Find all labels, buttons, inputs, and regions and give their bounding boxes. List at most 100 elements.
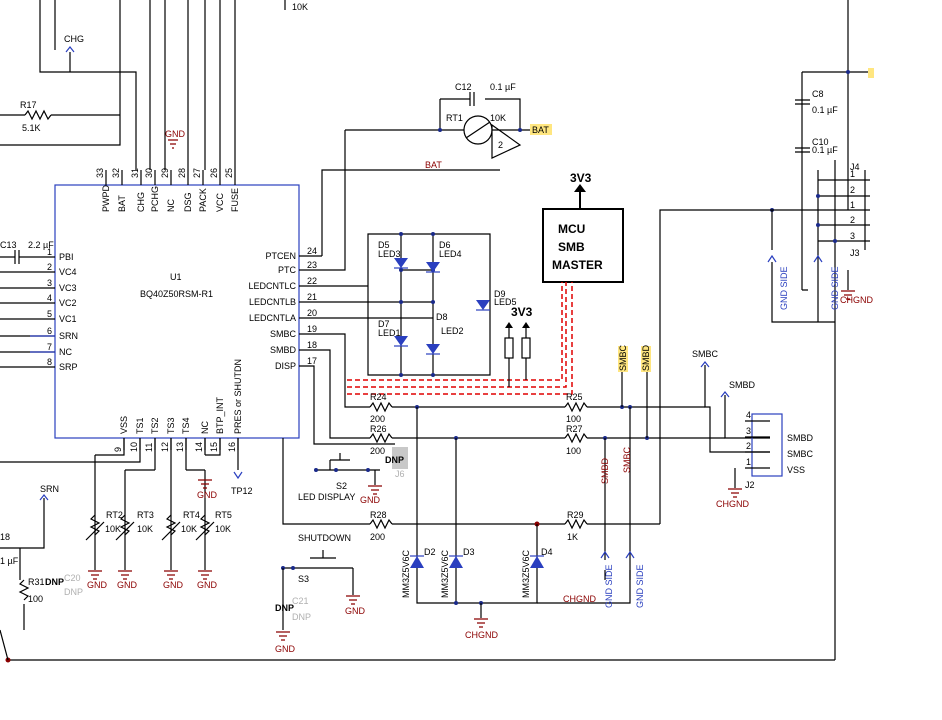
ic-bottom-pin-num: 9	[113, 447, 123, 452]
rt5-label: RT5	[215, 510, 232, 520]
d2-label: D2	[424, 547, 436, 557]
smbc-tag: SMBC	[618, 344, 628, 371]
master-label: MASTER	[552, 258, 603, 272]
j2-pin2: 2	[746, 441, 751, 451]
ic-top-pin-name: BAT	[117, 195, 127, 212]
chgnd-right: CHGND	[840, 295, 873, 305]
gnd-s3: GND	[345, 606, 366, 616]
c20-dnp: DNP	[64, 587, 83, 597]
gnd-side-4: GND SIDE	[635, 564, 645, 608]
r24-label: R24	[370, 392, 387, 402]
r10k-top-label: 10K	[292, 2, 308, 12]
ic-right-pin-num: 24	[307, 246, 317, 256]
thermistor-symbol	[89, 514, 101, 536]
d4-label: D4	[541, 547, 553, 557]
ic-left-pin-num: 3	[47, 278, 52, 288]
chgnd-zener: CHGND	[465, 630, 498, 640]
gnd-c21: GND	[275, 644, 296, 654]
ic-top-pin-num: 25	[224, 168, 234, 178]
ic-bottom-pin-name: BTP_INT	[215, 396, 225, 434]
r26-label: R26	[370, 424, 387, 434]
j4-pin2: 2	[850, 185, 855, 195]
ic-right-pin-num: 22	[307, 276, 317, 286]
c12-label: C12	[455, 82, 472, 92]
shutdown-label: SHUTDOWN	[298, 533, 351, 543]
j2-label: J2	[745, 480, 755, 490]
ic-right-pin-name: LEDCNTLA	[249, 313, 296, 323]
c20-dnp-bold: DNP	[45, 577, 64, 587]
ic-bottom-pin-name: PRES or SHUTDN	[233, 359, 243, 434]
ic-top-pin-name: DSG	[183, 192, 193, 212]
gnd-label: GND	[165, 129, 186, 139]
ic-right-pin-num: 17	[307, 356, 317, 366]
r29-label: R29	[567, 510, 584, 520]
ic-right-pin-name: LEDCNTLC	[248, 281, 296, 291]
ic-bottom-pin-name: NC	[200, 421, 210, 434]
ic-right-pin-num: 23	[307, 260, 317, 270]
ic-top-pin-name: PWPD	[101, 184, 111, 212]
bat-net-label: BAT	[425, 160, 442, 170]
ic-left-pin-name: VC1	[59, 314, 77, 324]
d3-part: MM3Z5V6C	[440, 549, 450, 598]
ic-bottom-pin-num: 12	[160, 442, 170, 452]
rt1-value: 10K	[490, 113, 506, 123]
c13-value: 2.2 µF	[28, 240, 54, 250]
gnd-therm: GND	[163, 580, 184, 590]
r17-label: R17	[20, 100, 37, 110]
j2-pin4: 4	[746, 410, 751, 420]
ic-bottom-pin-num: 13	[175, 442, 185, 452]
led4-label: LED4	[439, 249, 462, 259]
ic-right-pin-num: 19	[307, 324, 317, 334]
j4-pin1: 1	[850, 169, 855, 179]
ic-top-pin-name: CHG	[136, 192, 146, 212]
c8-label: C8	[812, 89, 824, 99]
ic-top-pin-num: 27	[192, 168, 202, 178]
ic-bottom-pin-num: 15	[209, 442, 219, 452]
ic-top-pin-num: 33	[95, 168, 105, 178]
chgnd-net: CHGND	[563, 594, 596, 604]
j3-pin3: 3	[850, 231, 855, 241]
v3v3-pullup: 3V3	[511, 305, 533, 319]
ic-top-pin-num: 29	[160, 168, 170, 178]
ic-left-pin-num: 8	[47, 357, 52, 367]
ic-bottom-pin-num: 14	[194, 442, 204, 452]
ic-top-pin-num: 32	[111, 168, 121, 178]
j4-label: J4	[850, 162, 860, 172]
ic-right-pin-name: SMBD	[270, 345, 297, 355]
mcu-label: MCU	[558, 222, 585, 236]
j2-smbd: SMBD	[787, 433, 814, 443]
j6-label: J6	[395, 469, 405, 479]
ic-bottom-pin-num: 10	[129, 442, 139, 452]
r29-value: 1K	[567, 532, 578, 542]
gnd-nc14: GND	[197, 490, 218, 500]
ic-bottom-pin-name: TS2	[150, 417, 160, 434]
j6-part	[392, 447, 408, 469]
ic-ref: U1	[170, 272, 182, 282]
rt2-label: RT2	[106, 510, 123, 520]
ic-top-pin-num: 28	[177, 168, 187, 178]
thermistor-symbol	[119, 514, 131, 536]
rt5-value: 10K	[215, 524, 231, 534]
c18-value: 1 µF	[0, 556, 19, 566]
d9-label: D9	[494, 289, 506, 299]
ic-top-pin-num: 26	[209, 168, 219, 178]
ic-right-pin-num: 21	[307, 292, 317, 302]
ic-right-pin-name: SMBC	[270, 329, 297, 339]
ic-right-pin-name: LEDCNTLB	[249, 297, 296, 307]
led1-label: LED1	[378, 328, 401, 338]
j2-pin1: 1	[746, 457, 751, 467]
chg-net-label: CHG	[64, 34, 84, 44]
s2-label: S2	[336, 481, 347, 491]
ic-left-pin-num: 6	[47, 326, 52, 336]
r27-value: 100	[566, 446, 581, 456]
rt3-label: RT3	[137, 510, 154, 520]
c21-dnp: DNP	[292, 612, 311, 622]
s3-label: S3	[298, 574, 309, 584]
rt1-pin-label: 2	[498, 140, 503, 150]
r25-label: R25	[566, 392, 583, 402]
ic-left-pin-num: 4	[47, 293, 52, 303]
gnd-side-3: GND SIDE	[604, 564, 614, 608]
led3-label: LED3	[378, 249, 401, 259]
smbd-red-label: SMBD	[600, 457, 610, 484]
r28-label: R28	[370, 510, 387, 520]
